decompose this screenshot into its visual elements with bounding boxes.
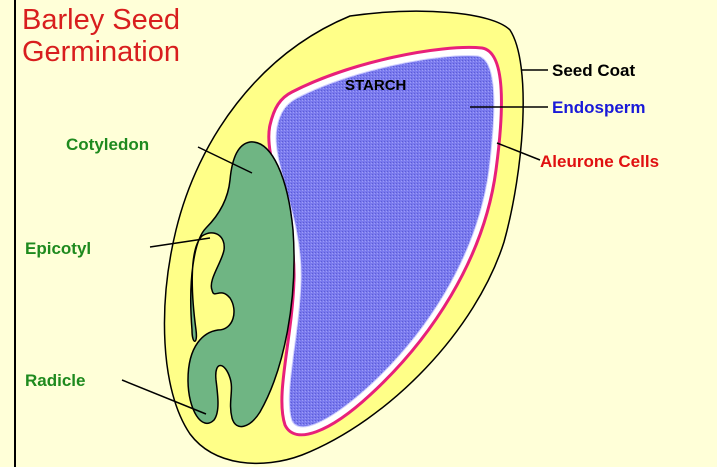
radicle-label: Radicle <box>25 371 85 390</box>
cotyledon-label: Cotyledon <box>66 135 149 154</box>
aleurone-cells-label: Aleurone Cells <box>540 152 659 171</box>
endosperm-label: Endosperm <box>552 98 646 117</box>
starch-label: STARCH <box>345 77 406 94</box>
endosperm-shape <box>276 56 494 427</box>
seed-coat-label: Seed Coat <box>552 61 635 80</box>
epicotyl-label: Epicotyl <box>25 239 91 258</box>
